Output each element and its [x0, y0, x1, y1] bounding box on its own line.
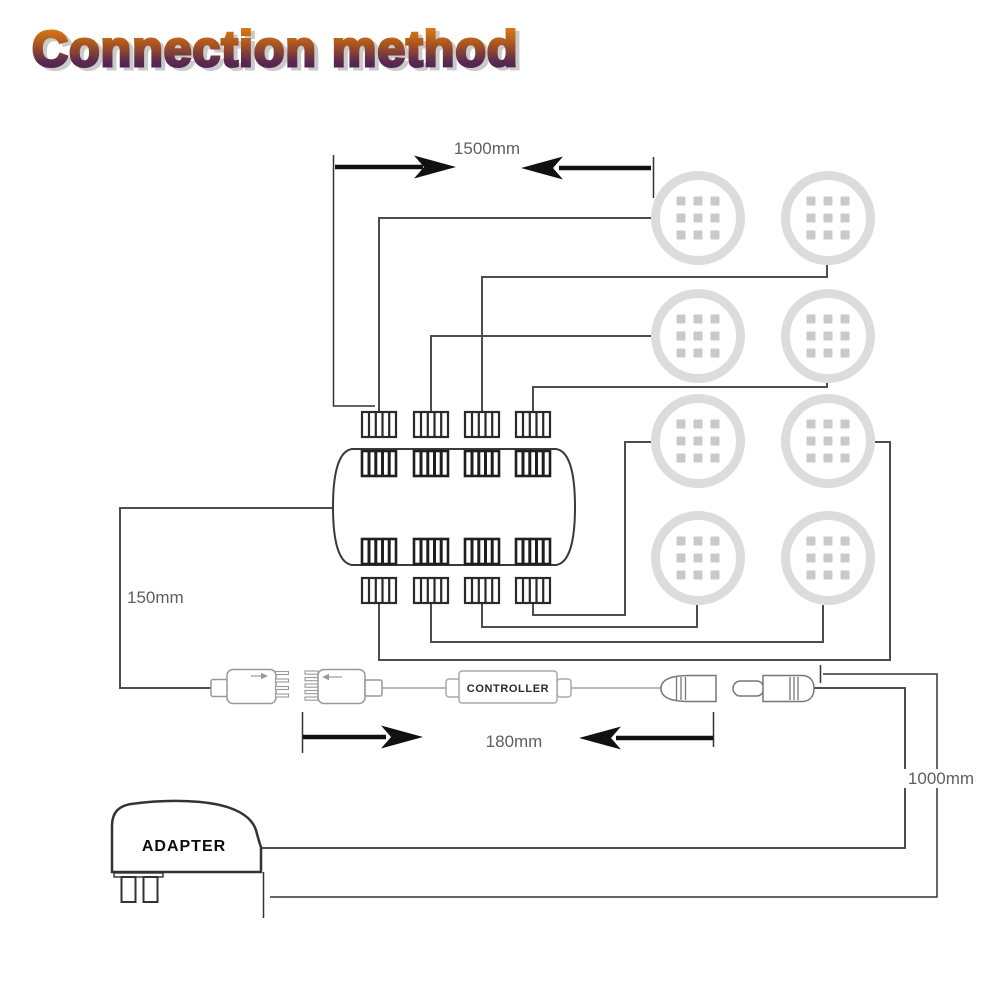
page-title-shadow: Connection method — [36, 24, 522, 80]
wire-adapter-cable — [261, 687, 906, 849]
hub-plug-top-1 — [360, 410, 398, 439]
connector-female-stub — [364, 679, 383, 697]
dimension-label-1500mm: 1500mm — [453, 139, 521, 158]
dc-male-ridges — [789, 677, 799, 700]
puck-light-4 — [786, 294, 871, 379]
connector-pin — [274, 685, 290, 691]
hub-plug-top-2 — [412, 410, 450, 439]
connector-pin — [274, 678, 290, 683]
puck-light-8 — [786, 516, 871, 601]
hub-plug-top-4 — [514, 410, 552, 439]
dim-arrows — [303, 155, 713, 750]
dimension-label-180mm: 180mm — [485, 732, 543, 751]
adapter-prong-base — [113, 872, 164, 878]
hub-plug-bottom-1 — [360, 576, 398, 605]
wire-puck-8 — [430, 603, 824, 643]
hub-plug-bottom-4 — [514, 576, 552, 605]
dc-connector-male — [732, 674, 815, 703]
hub-port-bottom-3 — [463, 537, 501, 566]
connector-male-body — [226, 668, 277, 705]
puck-light-6 — [786, 399, 871, 484]
dc-connector-female — [660, 674, 717, 703]
dim-1500-extension-line — [332, 155, 375, 407]
dim-180-left-arrowhead — [381, 725, 423, 749]
dimension-label-1000mm: 1000mm — [903, 769, 979, 788]
wire-puck-6 — [378, 441, 891, 661]
dc-female-ridges — [675, 677, 687, 700]
adapter-label: ADAPTER — [141, 838, 227, 855]
hub-plug-bottom-2 — [412, 576, 450, 605]
rgb-connector-female — [304, 668, 383, 705]
wire-puck-7 — [481, 603, 698, 628]
dc-male-tip — [732, 680, 765, 697]
rgb-connector-male — [210, 668, 290, 705]
connector-socket-tooth — [304, 683, 319, 688]
puck-light-5 — [656, 399, 741, 484]
controller-body — [458, 670, 558, 704]
adapter-prong-left — [120, 876, 137, 903]
dim-1000-leader-line — [270, 673, 938, 898]
dc-male-body — [762, 674, 815, 703]
hub-port-bottom-4 — [514, 537, 552, 566]
hub-port-top-4 — [514, 449, 552, 478]
dim-180-right-arrowhead — [579, 726, 621, 750]
hub-port-bottom-2 — [412, 537, 450, 566]
page-title: Connection method — [32, 21, 518, 77]
wire-puck-3 — [430, 335, 651, 412]
puck-light-7 — [656, 516, 741, 601]
adapter-prong-right — [142, 876, 159, 903]
power-adapter — [110, 799, 263, 903]
controller-box — [445, 670, 572, 704]
puck-light-1 — [656, 176, 741, 261]
controller-right-stub — [556, 678, 572, 698]
connector-pin — [274, 693, 290, 698]
plug-direction-arrowhead — [322, 673, 329, 681]
dc-female-body — [660, 674, 717, 703]
splitter-hub-body — [331, 448, 577, 566]
controller-label: CONTROLLER — [466, 683, 550, 695]
wire-puck-4 — [532, 383, 828, 412]
hub-plug-top-3 — [463, 410, 501, 439]
wire-hub-to-connector — [119, 507, 334, 689]
connector-female-body — [317, 668, 366, 705]
dim-1500-right-arrowhead — [521, 156, 563, 180]
connector-socket-tooth — [304, 696, 319, 701]
wire-puck-2 — [481, 265, 828, 412]
connector-pin — [274, 670, 290, 676]
dimension-label-150mm: 150mm — [127, 588, 184, 607]
adapter-body — [110, 799, 263, 874]
puck-light-2 — [786, 176, 871, 261]
plug-direction-arrowhead — [261, 672, 268, 680]
wire-puck-1 — [378, 217, 651, 412]
connector-socket-tooth — [304, 689, 319, 695]
hub-plug-bottom-3 — [463, 576, 501, 605]
connector-socket-tooth — [304, 676, 319, 682]
hub-port-bottom-1 — [360, 537, 398, 566]
puck-light-3 — [656, 294, 741, 379]
dim-1500-left-arrowhead — [414, 155, 456, 179]
wire-puck-5 — [532, 441, 651, 616]
hub-port-top-1 — [360, 449, 398, 478]
hub-port-top-2 — [412, 449, 450, 478]
connector-socket-tooth — [304, 670, 319, 675]
hub-port-top-3 — [463, 449, 501, 478]
connector-male-stub — [210, 678, 229, 698]
controller-left-stub — [445, 678, 461, 698]
